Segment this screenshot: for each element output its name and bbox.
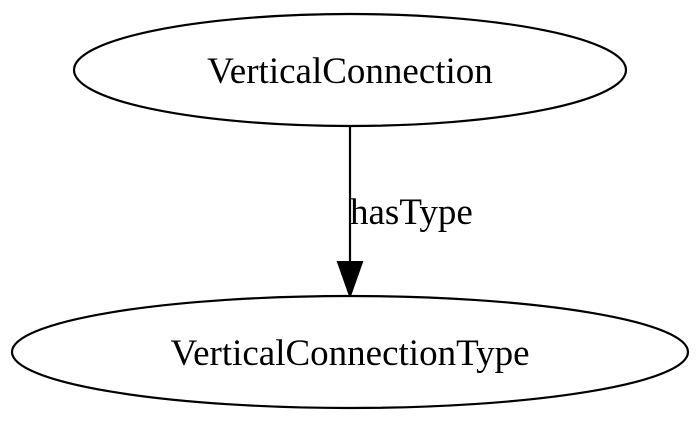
node-vertical-connection-type[interactable]: VerticalConnectionType <box>10 294 690 410</box>
edge-has-type[interactable]: hasType <box>336 127 473 300</box>
edge-has-type-label: hasType <box>350 192 473 233</box>
edge-has-type-arrowhead <box>336 261 364 300</box>
node-vertical-connection[interactable]: VerticalConnection <box>72 12 628 128</box>
node-vertical-connection-type-label: VerticalConnectionType <box>170 333 529 374</box>
node-vertical-connection-label: VerticalConnection <box>207 51 493 92</box>
node-vertical-connection-shape <box>72 12 628 128</box>
node-vertical-connection-type-shape <box>10 294 690 410</box>
